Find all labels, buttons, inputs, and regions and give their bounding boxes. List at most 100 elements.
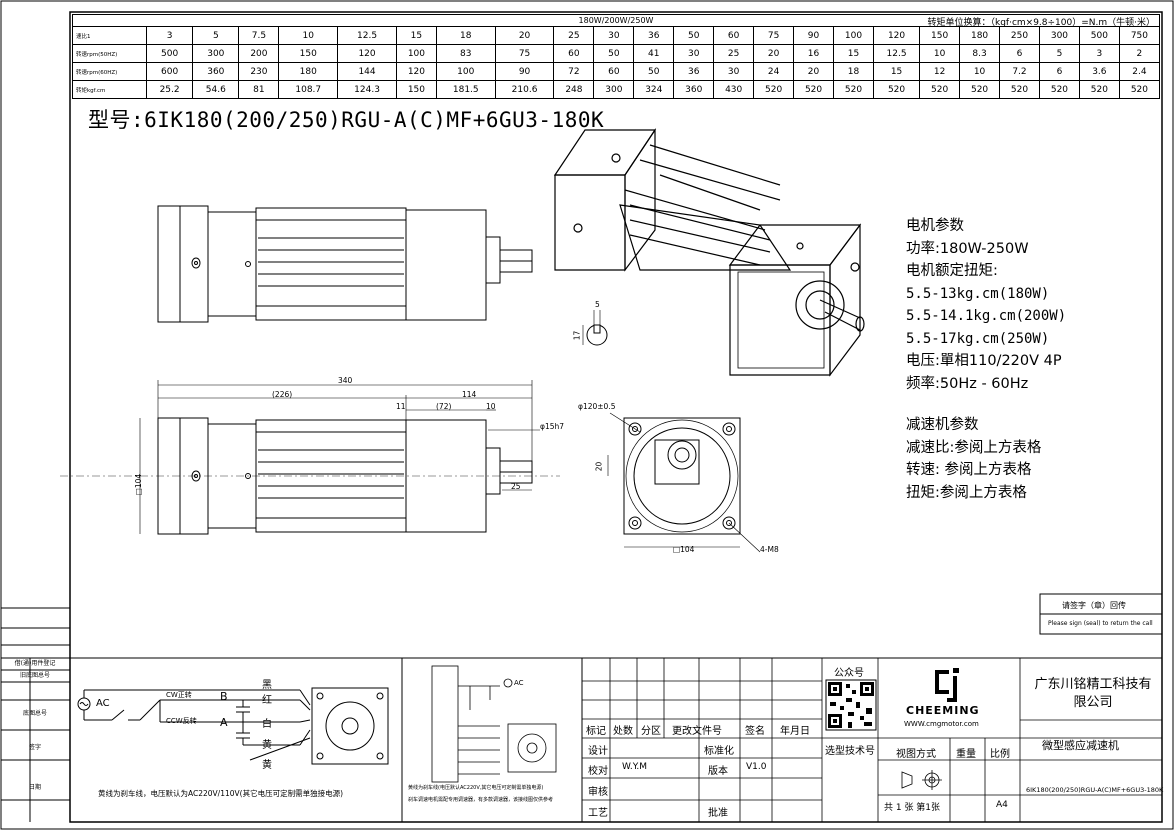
table-cell: 75 bbox=[753, 26, 795, 45]
cw-label: CW正转 bbox=[166, 691, 192, 699]
table-cell: 324 bbox=[633, 80, 675, 99]
controller-note-2: 刹车调速电机需配专用调速器，有多款调速器，该接线图仅供参考 bbox=[408, 797, 554, 803]
dim-motor: (226) bbox=[272, 390, 293, 399]
table-cell: 520 bbox=[1078, 80, 1120, 99]
row-label: 速比1 bbox=[72, 26, 147, 45]
table-cell: 500 bbox=[1078, 26, 1120, 45]
table-cell: 25 bbox=[713, 44, 755, 63]
motor-power: 功率:180W-250W bbox=[906, 240, 1029, 257]
table-cell: 520 bbox=[959, 80, 1001, 99]
motor-torque-250w: 5.5-17kg.cm(250W) bbox=[906, 330, 1050, 347]
dim-pcd: φ120±0.5 bbox=[578, 402, 616, 411]
sign-label: 签名 bbox=[745, 726, 765, 737]
table-cell: 520 bbox=[999, 80, 1040, 99]
motor-side-view-top bbox=[157, 205, 533, 323]
table-cell: 250 bbox=[999, 26, 1040, 45]
table-cell: 5 bbox=[192, 26, 240, 45]
table-cell: 180 bbox=[959, 26, 1001, 45]
wire-yellow-1: 黄 bbox=[262, 740, 272, 751]
motor-torque-200w: 5.5-14.1kg.cm(200W) bbox=[906, 308, 1067, 324]
table-cell: 81 bbox=[238, 80, 280, 99]
wire-black: 黑 bbox=[262, 680, 272, 691]
controller-ac-label: AC bbox=[514, 679, 524, 687]
table-cell: 60 bbox=[553, 44, 595, 63]
table-cell: 15 bbox=[833, 44, 874, 63]
table-cell: 72 bbox=[553, 62, 595, 81]
row-label: 转速rpm(50HZ) bbox=[72, 44, 147, 63]
table-cell: 3 bbox=[145, 26, 194, 45]
zone-label: 分区 bbox=[641, 726, 661, 737]
table-cell: 50 bbox=[593, 44, 635, 63]
view-label: 视图方式 bbox=[896, 749, 936, 760]
table-cell: 124.3 bbox=[337, 80, 397, 99]
table-cell: 50 bbox=[673, 26, 715, 45]
wiring-note: 黄线为刹车线，电压默认为AC220V/110V(其它电压可定制需单独接电源) bbox=[98, 789, 344, 798]
table-cell: 7.2 bbox=[999, 62, 1040, 81]
table-cell: 20 bbox=[753, 44, 795, 63]
gear-params: 减速机参数 减速比:参阅上方表格 转速: 参阅上方表格 扭矩:参阅上方表格 bbox=[906, 414, 1041, 504]
dim-holes: 4-M8 bbox=[760, 545, 779, 554]
design-label: 设计 bbox=[588, 746, 608, 757]
table-cell: 520 bbox=[833, 80, 874, 99]
dim-total: 340 bbox=[338, 376, 353, 385]
logo-text: CHEEMING bbox=[906, 704, 980, 717]
dim-72: (72) bbox=[436, 402, 452, 411]
table-cell: 12.5 bbox=[872, 44, 921, 63]
terminal-a: A bbox=[220, 716, 228, 729]
table-cell: 20 bbox=[793, 62, 834, 81]
standard-label: 标准化 bbox=[704, 746, 734, 757]
table-cell: 520 bbox=[793, 80, 834, 99]
wire-yellow-2: 黄 bbox=[262, 760, 272, 771]
product-name: 微型感应减速机 bbox=[1042, 739, 1119, 752]
table-cell: 30 bbox=[673, 44, 715, 63]
table-cell: 30 bbox=[713, 62, 755, 81]
table-cell: 6 bbox=[1038, 62, 1080, 81]
shaft-key-detail bbox=[582, 310, 608, 346]
wire-white: 白 bbox=[262, 719, 272, 730]
table-cell: 75 bbox=[494, 44, 555, 63]
table-cell: 100 bbox=[435, 62, 496, 81]
projection-symbol bbox=[901, 770, 942, 790]
gear-params-heading: 减速机参数 bbox=[906, 417, 979, 433]
gear-speed: 转速: 参阅上方表格 bbox=[906, 462, 1032, 478]
ac-label: AC bbox=[96, 698, 110, 709]
table-cell: 7.5 bbox=[238, 26, 280, 45]
table-cell: 12 bbox=[919, 62, 961, 81]
side-strip-label: 签字 bbox=[28, 744, 41, 751]
table-cell: 520 bbox=[1118, 80, 1161, 99]
table-cell: 36 bbox=[633, 26, 675, 45]
model-number: 型号:6IK180(200/250)RGU-A(C)MF+6GU3-180K bbox=[88, 108, 605, 132]
row-label: 转矩kgf.cm bbox=[72, 80, 147, 99]
table-cell: 54.6 bbox=[192, 80, 240, 99]
table-cell: 300 bbox=[1038, 26, 1080, 45]
date-label: 年月日 bbox=[780, 726, 810, 737]
table-title: 180W/200W/250W bbox=[578, 16, 654, 25]
table-cell: 30 bbox=[593, 26, 635, 45]
table-cell: 750 bbox=[1118, 26, 1161, 45]
stamp-line-2: Please sign (seal) to return the call bbox=[1048, 620, 1153, 627]
wechat-label: 公众号 bbox=[834, 668, 864, 679]
check-label: 校对 bbox=[588, 766, 608, 777]
motor-frequency: 频率:50Hz - 60Hz bbox=[906, 375, 1029, 392]
table-cell: 144 bbox=[337, 62, 397, 81]
version-label: 版本 bbox=[708, 766, 728, 777]
table-title-row: 180W/200W/250W 转矩单位换算：（kgf·cm×9.8÷100）=N… bbox=[72, 14, 1160, 28]
dim-key-17: 17 bbox=[572, 330, 582, 341]
qr-code bbox=[825, 679, 877, 731]
marker-label: 标记 bbox=[586, 726, 606, 737]
motor-torque-heading: 电机额定扭矩: bbox=[906, 263, 998, 279]
count-label: 处数 bbox=[613, 726, 633, 737]
table-cell: 360 bbox=[192, 62, 240, 81]
table-cell: 360 bbox=[673, 80, 715, 99]
table-cell: 3.6 bbox=[1078, 62, 1120, 81]
table-cell: 150 bbox=[278, 44, 339, 63]
motor-isometric-view bbox=[553, 128, 865, 377]
table-cell: 2.4 bbox=[1118, 62, 1161, 81]
table-cell: 25 bbox=[553, 26, 595, 45]
row-label: 转速rpm(60HZ) bbox=[72, 62, 147, 81]
motor-params-heading: 电机参数 bbox=[906, 218, 964, 234]
table-cell: 430 bbox=[713, 80, 755, 99]
table-cell: 120 bbox=[337, 44, 397, 63]
